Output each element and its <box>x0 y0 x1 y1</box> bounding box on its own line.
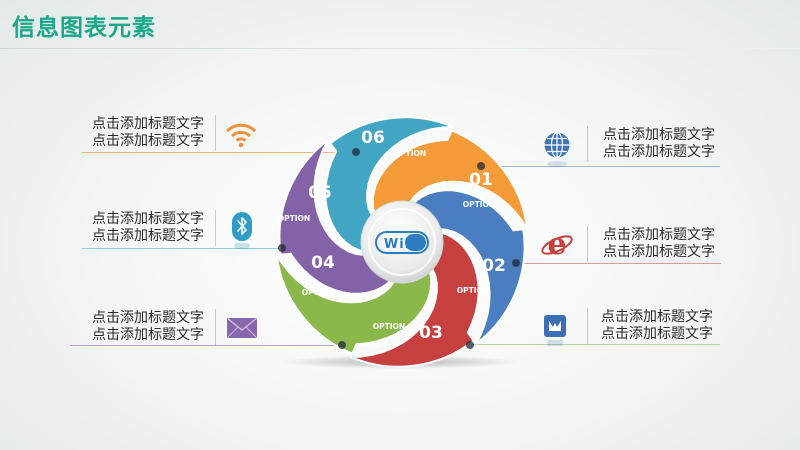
blade-04-connector-dot <box>338 341 346 349</box>
blade-06-connector-dot <box>352 148 360 156</box>
option-label-01: OPTION <box>463 200 495 209</box>
left-separator-1 <box>215 115 216 151</box>
center-hub <box>360 200 444 284</box>
left-label-1: 点击添加标题文字点击添加标题文字 <box>92 116 204 149</box>
option-number-04: 04 <box>311 253 335 273</box>
center-hub-inner <box>368 208 436 276</box>
blade-05-connector-dot <box>278 244 286 252</box>
mail-icon <box>226 317 258 339</box>
left-connector-1 <box>82 152 356 153</box>
bluetooth-icon <box>232 212 252 249</box>
option-label-06: OPTION <box>394 149 426 158</box>
left-separator-3 <box>215 309 216 345</box>
blade-03-connector-dot <box>466 341 474 349</box>
globe-icon <box>544 131 570 167</box>
right-separator-1 <box>587 126 588 162</box>
pinwheel-blades: 01OPTION02OPTION03OPTION04OPTION05OPTION… <box>275 116 529 368</box>
center-hub-label: WiFi <box>384 237 420 252</box>
left-label-2: 点击添加标题文字点击添加标题文字 <box>92 211 204 244</box>
wifi-icon <box>225 123 257 148</box>
blade-02-connector-dot <box>512 259 520 267</box>
right-separator-3 <box>587 308 588 344</box>
wifi-logo-icon: WiFi <box>375 231 429 254</box>
option-number-05: 05 <box>308 183 332 203</box>
blade-06 <box>371 129 529 230</box>
right-separator-2 <box>587 226 588 262</box>
blade-03 <box>275 254 433 355</box>
right-label-1: 点击添加标题文字点击添加标题文字 <box>603 127 715 160</box>
option-number-06: 06 <box>361 128 385 148</box>
internet-explorer-icon: e <box>541 228 573 262</box>
option-number-01: 01 <box>469 170 493 190</box>
blade-02 <box>350 230 480 368</box>
right-label-3: 点击添加标题文字点击添加标题文字 <box>601 309 713 342</box>
option-number-03: 03 <box>419 323 443 343</box>
right-connector-1 <box>480 166 720 167</box>
left-label-3: 点击添加标题文字点击添加标题文字 <box>92 310 204 343</box>
left-connector-3 <box>70 345 342 346</box>
option-label-04: OPTION <box>302 288 334 297</box>
app-store-icon <box>544 315 566 346</box>
option-number-02: 02 <box>482 256 506 276</box>
right-connector-3 <box>470 344 720 345</box>
title-divider <box>0 48 800 49</box>
left-connector-2 <box>82 248 282 249</box>
page-title: 信息图表元素 <box>12 15 156 41</box>
blade-01-connector-dot <box>477 162 485 170</box>
option-label-03: OPTION <box>373 322 405 331</box>
right-label-2: 点击添加标题文字点击添加标题文字 <box>603 227 715 260</box>
option-label-05: OPTION <box>278 214 310 223</box>
right-connector-2 <box>516 263 721 264</box>
option-label-02: OPTION <box>457 286 489 295</box>
left-separator-2 <box>215 210 216 246</box>
